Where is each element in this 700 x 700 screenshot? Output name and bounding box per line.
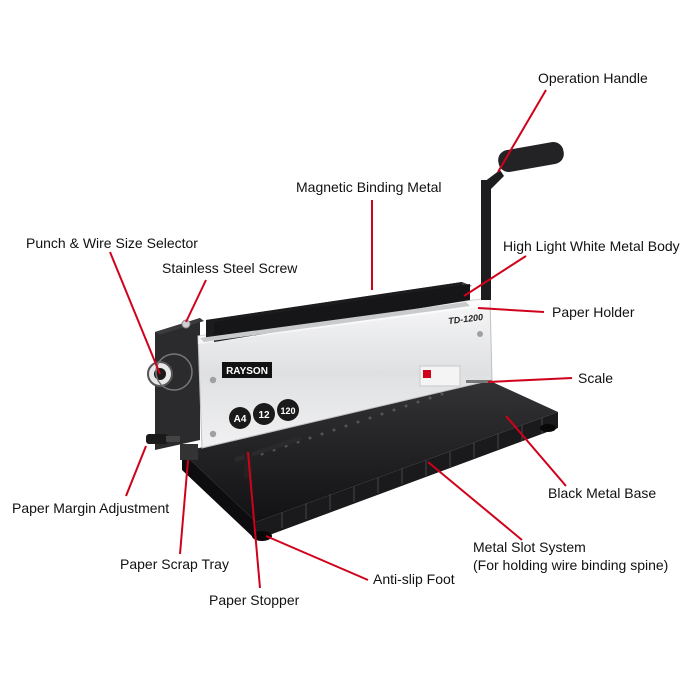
badge-a4: A4 <box>234 414 247 425</box>
label-anti-slip-foot: Anti-slip Foot <box>373 571 455 587</box>
anti-slip-foot <box>252 531 272 541</box>
leader-scale <box>487 377 573 383</box>
leader-paper-stopper <box>247 451 261 589</box>
leader-high-light-body <box>463 255 527 297</box>
metal-slot-system <box>248 392 444 460</box>
leader-stainless-screw <box>185 279 207 323</box>
label-metal-slot-system-note: (For holding wire binding spine) <box>473 557 669 573</box>
label-metal-slot-system-title: Metal Slot System <box>473 539 586 555</box>
capacity-badges: A4 12 120 <box>229 399 299 429</box>
label-paper-margin-adjustment: Paper Margin Adjustment <box>12 500 170 516</box>
label-scale: Scale <box>578 370 614 386</box>
leader-black-metal-base <box>505 415 567 487</box>
brand-logo-text: RAYSON <box>226 366 268 377</box>
label-punch-wire-size-selector: Punch & Wire Size Selector <box>26 235 198 251</box>
leader-punch-selector <box>109 251 161 375</box>
black-metal-base <box>182 380 558 541</box>
paper-margin-adjustment <box>146 434 180 444</box>
label-paper-stopper: Paper Stopper <box>209 592 300 608</box>
leader-metal-slot <box>427 461 523 541</box>
label-paper-holder: Paper Holder <box>552 304 635 320</box>
badge-120: 120 <box>280 406 295 416</box>
leader-lines <box>109 89 573 589</box>
model-number: TD-1200 <box>448 312 484 326</box>
side-housing <box>155 318 204 450</box>
badge-12: 12 <box>258 410 270 421</box>
paper-holder <box>200 302 470 342</box>
paper-scrap-tray <box>180 444 198 460</box>
leader-operation-handle <box>497 89 547 173</box>
label-stainless-steel-screw: Stainless Steel Screw <box>162 260 298 276</box>
operation-handle <box>481 142 564 300</box>
label-paper-scrap-tray: Paper Scrap Tray <box>120 556 229 572</box>
scale <box>466 380 492 383</box>
label-high-light-white-metal-body: High Light White Metal Body <box>503 238 680 254</box>
label-black-metal-base: Black Metal Base <box>548 485 657 501</box>
leader-scrap-tray <box>179 459 189 555</box>
label-magnetic-binding-metal: Magnetic Binding Metal <box>296 179 442 195</box>
label-operation-handle: Operation Handle <box>538 70 648 86</box>
leader-anti-slip <box>265 535 369 581</box>
leader-paper-margin <box>125 445 147 497</box>
leader-paper-holder <box>477 307 545 313</box>
label-metal-slot-system: Metal Slot System (For holding wire bind… <box>473 538 668 574</box>
